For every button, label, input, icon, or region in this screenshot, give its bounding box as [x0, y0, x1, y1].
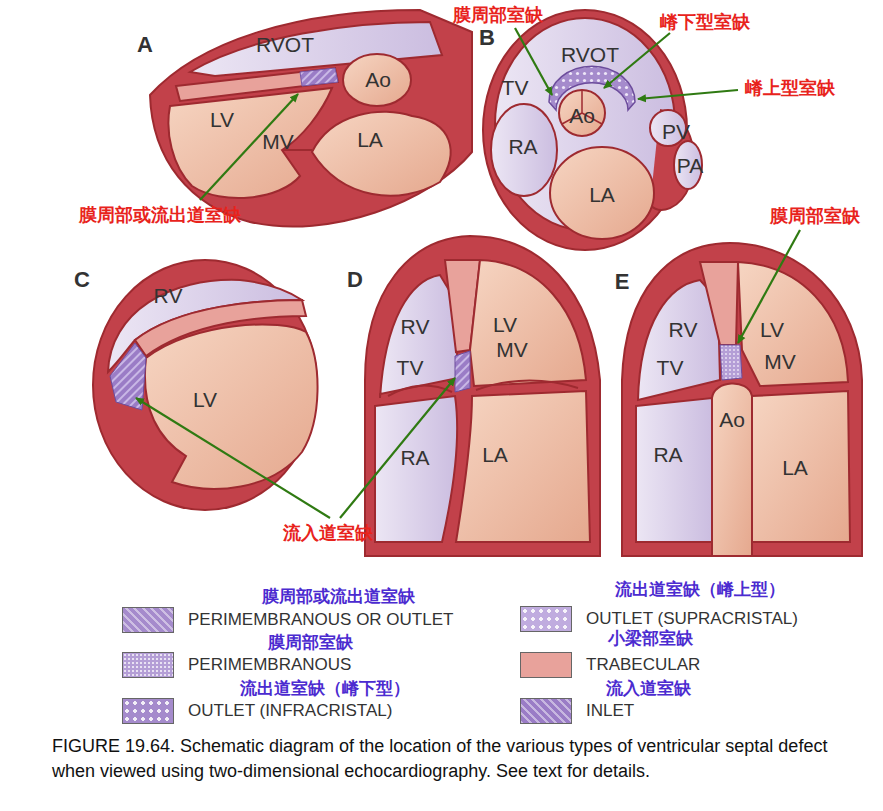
chamber-label: MV [764, 350, 796, 374]
figure-caption: FIGURE 19.64. Schematic diagram of the l… [52, 734, 864, 784]
legend-translation: 流入道室缺 [606, 679, 691, 699]
legend-swatch [520, 698, 572, 724]
chamber-label: LA [482, 443, 508, 467]
panel-letter: A [137, 32, 153, 57]
chamber-label: RV [669, 318, 698, 342]
defect-callout: 嵴上型室缺 [745, 78, 835, 99]
chamber-label: TV [397, 356, 424, 380]
panel-letter: C [74, 267, 90, 292]
legend-swatch [122, 607, 174, 633]
chamber-label: LV [210, 108, 234, 132]
chamber-label: RA [508, 135, 537, 159]
legend-swatch [122, 652, 174, 678]
legend-translation: 小梁部室缺 [608, 629, 693, 649]
legend-translation: 膜周部室缺 [268, 633, 353, 653]
panel-letter: D [347, 267, 363, 292]
chamber-label: MV [262, 130, 294, 154]
defect-callout: 膜周部室缺 [770, 206, 860, 227]
legend-swatch [520, 652, 572, 678]
chamber-label: LA [357, 128, 383, 152]
chamber-label: RA [400, 446, 429, 470]
chamber-label: LA [782, 456, 808, 480]
chamber-label: TV [657, 356, 684, 380]
defect-callout: 流入道室缺 [283, 523, 373, 544]
legend-translation: 流出道室缺（嵴上型） [615, 580, 785, 600]
panel-letter: E [615, 269, 630, 294]
chamber-label: RVOT [256, 33, 314, 57]
chamber-label: MV [496, 338, 528, 362]
chamber-label: RV [154, 284, 183, 308]
defect-callout: 膜周部室缺 [453, 5, 543, 26]
panel-letter: B [479, 25, 495, 50]
chamber-label: Ao [569, 104, 595, 128]
defect-callout: 膜周部或流出道室缺 [79, 205, 241, 226]
legend-swatch [122, 698, 174, 724]
legend-translation: 膜周部或流出道室缺 [262, 587, 415, 607]
chamber-label: PA [677, 154, 703, 178]
chamber-label: LV [193, 388, 217, 412]
legend-text: OUTLET (INFRACRISTAL) [188, 701, 392, 721]
chamber-label: LV [493, 313, 517, 337]
chamber-label: LA [589, 183, 615, 207]
chamber-label: Ao [365, 68, 391, 92]
legend-translation: 流出道室缺（嵴下型） [240, 679, 410, 699]
chamber-label: RVOT [561, 43, 619, 67]
chamber-label: Ao [719, 408, 745, 432]
legend-text: OUTLET (SUPRACRISTAL) [586, 609, 798, 629]
legend-swatch [520, 606, 572, 632]
legend-text: TRABECULAR [586, 655, 700, 675]
chamber-label: LV [760, 318, 784, 342]
defect-callout: 嵴下型室缺 [660, 12, 750, 33]
legend-text: INLET [586, 701, 634, 721]
legend-text: PERIMEMBRANOUS [188, 655, 351, 675]
chamber-label: RV [401, 315, 430, 339]
chamber-label: PV [662, 120, 690, 144]
chamber-label: RA [653, 443, 682, 467]
chamber-label: TV [502, 76, 529, 100]
legend-text: PERIMEMBRANOUS OR OUTLET [188, 610, 453, 630]
